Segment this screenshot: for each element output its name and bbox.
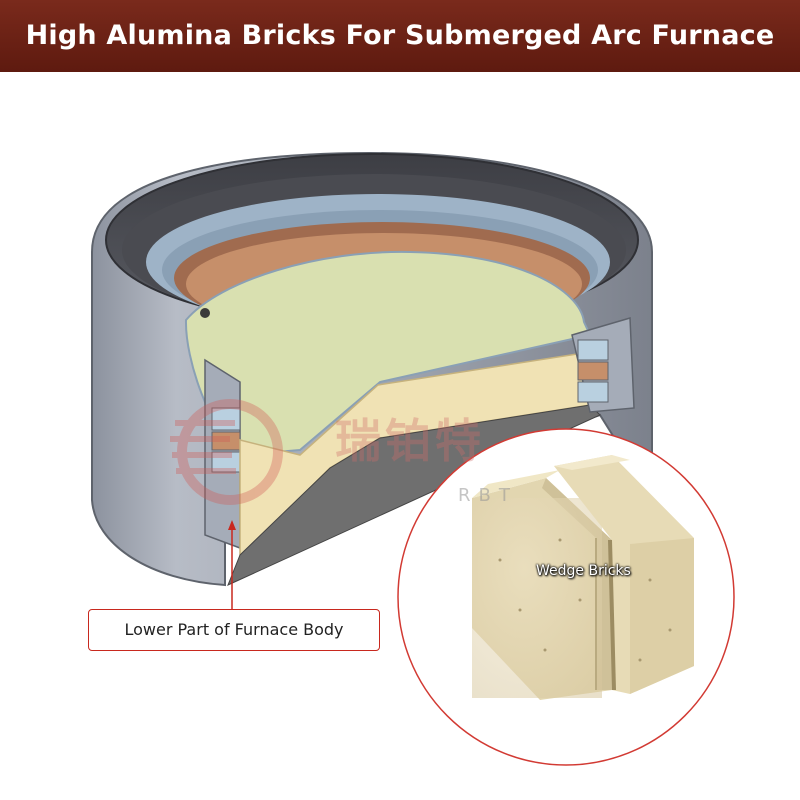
callout-label: Lower Part of Furnace Body [124, 620, 344, 639]
callout-box: Lower Part of Furnace Body [88, 609, 380, 651]
watermark-logo [170, 399, 283, 505]
header-banner: High Alumina Bricks For Submerged Arc Fu… [0, 0, 800, 72]
watermark-text: 瑞铂特 [335, 414, 485, 468]
page-title: High Alumina Bricks For Submerged Arc Fu… [25, 20, 775, 51]
wedge-bricks-label: Wedge Bricks [536, 563, 631, 579]
furnace-diagram [91, 151, 735, 766]
watermark-subtext: RBT [458, 485, 518, 506]
wedge-bricks-illustration [472, 455, 694, 700]
